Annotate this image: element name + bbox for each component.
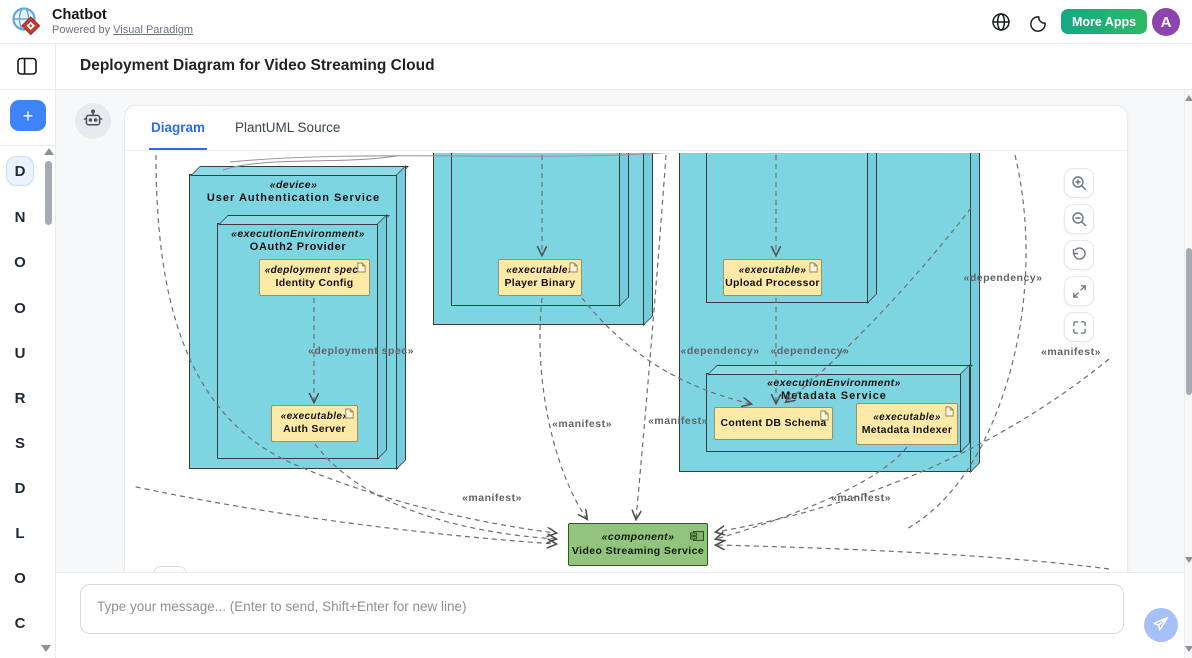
artifact-auth-server: «executable» Auth Server: [271, 405, 358, 442]
sidebar-item-chat-11[interactable]: C: [6, 608, 34, 638]
zoom-in-icon[interactable]: [1064, 168, 1094, 198]
user-avatar[interactable]: A: [1152, 8, 1180, 36]
powered-by: Powered by Visual Paradigm: [52, 24, 194, 36]
sidebar-item-chat-2[interactable]: N: [6, 202, 34, 232]
scroll-up-icon[interactable]: [1185, 95, 1192, 101]
visual-paradigm-link[interactable]: Visual Paradigm: [113, 24, 194, 36]
node-stereotype: «executionEnvironment»: [767, 377, 901, 389]
page-title: Deployment Diagram for Video Streaming C…: [80, 57, 435, 74]
sidebar-scrollbar-thumb[interactable]: [45, 161, 52, 225]
edge-label: «manifest»: [552, 418, 612, 430]
artifact-player-binary: «executable» Player Binary: [498, 259, 582, 296]
app-title: Chatbot: [52, 7, 107, 23]
sidebar-item-chat-4[interactable]: O: [6, 293, 34, 323]
main-scrollbar[interactable]: [1184, 90, 1192, 658]
sidebar-toggle-icon[interactable]: [15, 56, 39, 80]
document-icon: [345, 408, 354, 424]
zoom-out-icon[interactable]: [1064, 204, 1094, 234]
tab-bar: Diagram PlantUML Source: [125, 106, 1127, 151]
sidebar-divider: [0, 89, 56, 90]
document-icon: [569, 262, 578, 278]
edge-label: «manifest»: [1041, 346, 1101, 358]
app-logo-icon: [11, 6, 43, 43]
sidebar-item-chat-9[interactable]: L: [6, 518, 34, 548]
document-icon: [820, 410, 829, 426]
sidebar-divider: [0, 145, 56, 146]
conversation-titlebar: Deployment Diagram for Video Streaming C…: [56, 44, 1192, 90]
node-stereotype: «device»: [269, 179, 318, 191]
bot-avatar: [75, 103, 111, 139]
app-header: Chatbot Powered by Visual Paradigm More …: [0, 0, 1192, 44]
artifact-content-db-schema: Content DB Schema: [714, 407, 833, 440]
sidebar-scroll-down-icon[interactable]: [41, 645, 51, 652]
chat-input-bar: [56, 572, 1184, 658]
page-scroll-down-icon[interactable]: [1185, 646, 1192, 652]
tab-diagram[interactable]: Diagram: [149, 106, 208, 150]
artifact-identity-config: «deployment spec» Identity Config: [259, 259, 370, 296]
edge-label: «manifest»: [831, 492, 891, 504]
diagram-controls: [1064, 168, 1094, 342]
scroll-down-icon[interactable]: [1185, 557, 1192, 563]
paper-plane-icon: [1153, 616, 1169, 635]
more-apps-button[interactable]: More Apps: [1061, 9, 1147, 34]
artifact-metadata-indexer: «executable» Metadata Indexer: [856, 403, 958, 445]
edge-label: «dependency»: [680, 345, 760, 357]
tab-plantuml-source[interactable]: PlantUML Source: [233, 106, 342, 150]
edge-label: «deployment spec»: [308, 345, 414, 357]
sidebar-item-chat-10[interactable]: O: [6, 563, 34, 593]
edge-label: «dependency»: [770, 345, 850, 357]
sidebar-item-chat-7[interactable]: S: [6, 428, 34, 458]
new-chat-button[interactable]: +: [10, 100, 46, 131]
diagram-card: Diagram PlantUML Source «device» User Au…: [124, 105, 1128, 572]
sidebar-item-chat-3[interactable]: O: [6, 247, 34, 277]
sidebar-item-chat-1[interactable]: D: [6, 156, 34, 186]
node-name: User Authentication Service: [206, 191, 381, 204]
scrollbar-thumb[interactable]: [1186, 248, 1192, 395]
dark-mode-moon-icon[interactable]: [1026, 9, 1052, 35]
component-video-streaming-service: «component» Video Streaming Service: [568, 523, 708, 566]
expand-icon[interactable]: [1064, 276, 1094, 306]
sidebar-scroll-up-icon[interactable]: [44, 148, 54, 155]
message-input[interactable]: [80, 584, 1124, 634]
node-name: OAuth2 Provider: [249, 240, 347, 253]
document-icon: [357, 262, 366, 278]
reset-view-icon[interactable]: [1064, 240, 1094, 270]
edge-label: «manifest»: [648, 415, 708, 427]
artifact-upload-processor: «executable» Upload Processor: [723, 259, 822, 296]
document-icon: [809, 262, 818, 278]
edge-label: «manifest»: [462, 492, 522, 504]
sidebar-item-chat-5[interactable]: U: [6, 338, 34, 368]
node-name: Metadata Service: [781, 389, 887, 402]
fullscreen-icon[interactable]: [1064, 312, 1094, 342]
chat-content: Diagram PlantUML Source «device» User Au…: [56, 90, 1184, 572]
node-stereotype: «executionEnvironment»: [231, 228, 365, 240]
robot-icon: [83, 108, 103, 134]
diagram-canvas[interactable]: «device» User Authentication Service «ex…: [135, 153, 1111, 572]
send-button[interactable]: [1144, 608, 1178, 642]
sidebar-item-chat-8[interactable]: D: [6, 473, 34, 503]
sidebar-item-chat-6[interactable]: R: [6, 383, 34, 413]
edge-label: «dependency»: [963, 272, 1043, 284]
language-globe-icon[interactable]: [988, 9, 1014, 35]
document-icon: [945, 406, 954, 422]
component-icon: [690, 527, 704, 548]
sidebar: + D N O O U R S D L O C: [0, 44, 56, 658]
